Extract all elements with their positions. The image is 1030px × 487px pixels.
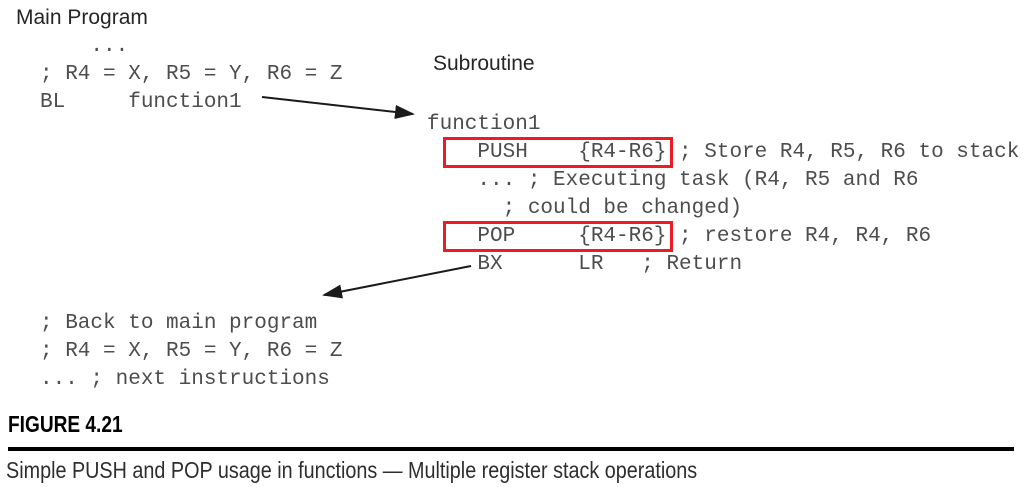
code-line: ; Back to main program	[40, 312, 318, 335]
subroutine-code: function1 PUSH {R4-R6} ; Store R4, R5, R…	[427, 111, 1019, 279]
code-line: BX LR ; Return	[427, 253, 743, 276]
pop-highlight-box	[443, 221, 673, 252]
code-line-pop: POP {R4-R6} ; restore R4, R4, R6	[427, 225, 932, 248]
figure-divider-rule	[8, 447, 1014, 451]
code-line: ; could be changed)	[427, 197, 743, 220]
return-code: ; Back to main program ; R4 = X, R5 = Y,…	[40, 310, 342, 394]
figure-caption: Simple PUSH and POP usage in functions —…	[6, 457, 698, 483]
main-program-code: ... ; R4 = X, R5 = Y, R6 = Z BL function…	[40, 33, 342, 117]
code-line: ... ; Executing task (R4, R5 and R6	[427, 169, 919, 192]
code-line: ...	[40, 35, 129, 58]
code-line: ... ; next instructions	[40, 368, 330, 391]
code-line: ; R4 = X, R5 = Y, R6 = Z	[40, 340, 343, 363]
code-line-push: PUSH {R4-R6} ; Store R4, R5, R6 to stack	[427, 141, 1020, 164]
main-program-label: Main Program	[16, 6, 148, 29]
figure-number-label: FIGURE 4.21	[8, 411, 123, 437]
code-line: function1	[427, 113, 541, 136]
subroutine-label: Subroutine	[433, 52, 535, 75]
push-highlight-box	[443, 137, 673, 168]
code-line: ; R4 = X, R5 = Y, R6 = Z	[40, 63, 343, 86]
code-line: BL function1	[40, 91, 242, 114]
